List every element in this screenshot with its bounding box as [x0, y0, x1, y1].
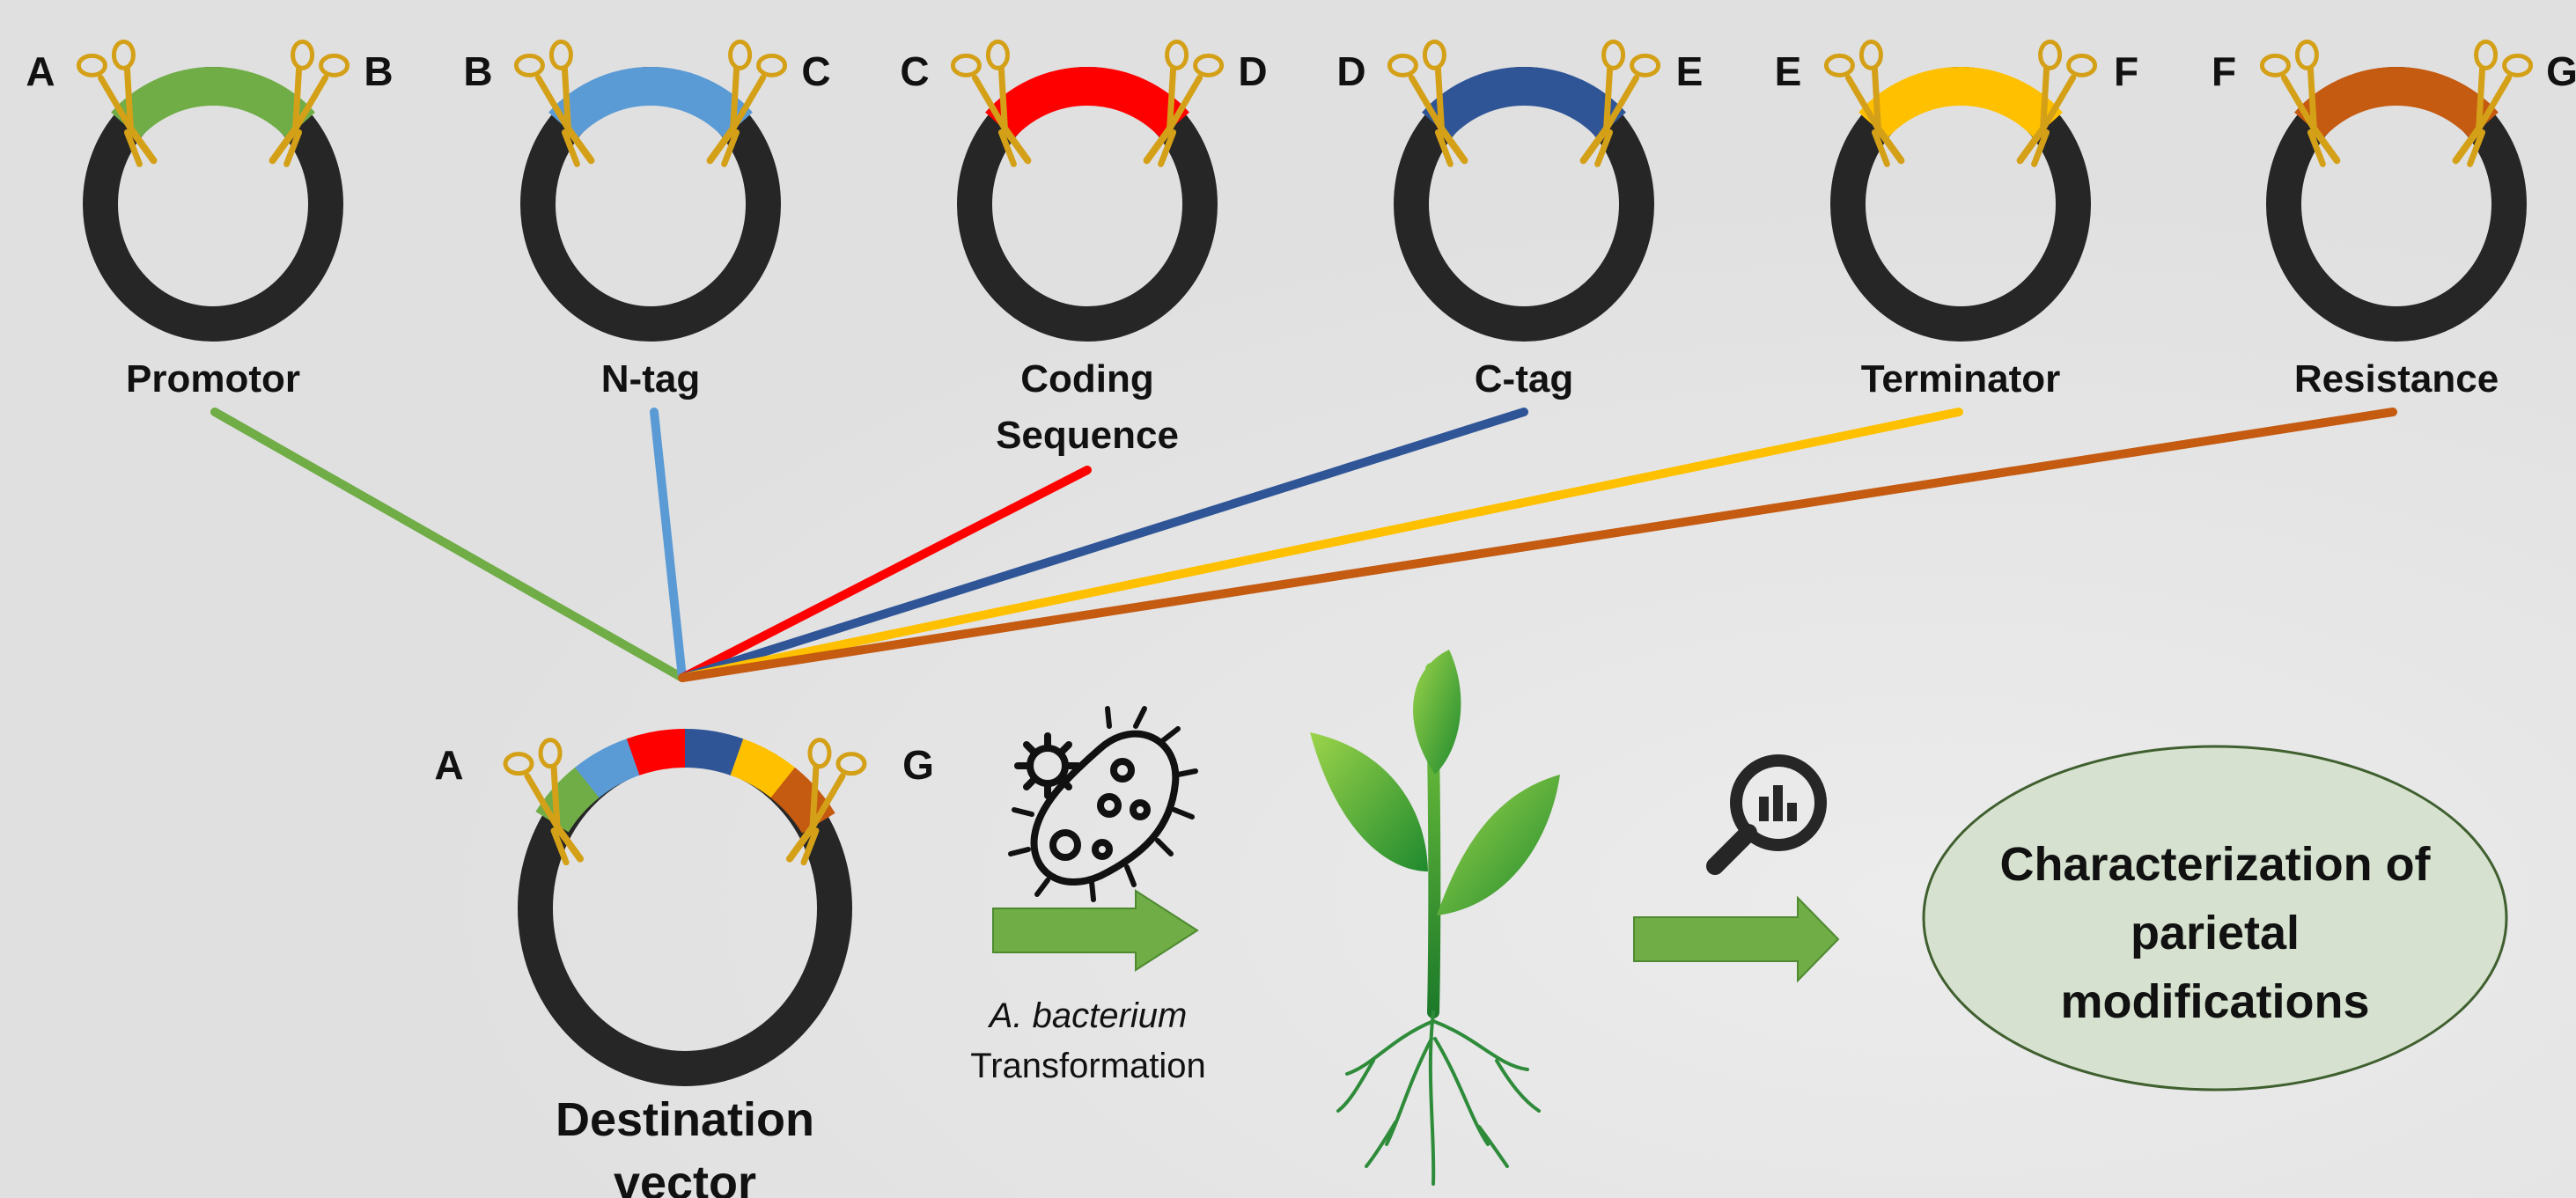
destination-insert-segment	[730, 739, 797, 799]
module-label: Terminator	[1861, 357, 2061, 401]
site-letter-left: D	[1336, 48, 1365, 94]
characterization-line-1: Characterization of	[1999, 838, 2431, 891]
site-letter-left: B	[463, 48, 492, 94]
destination-label: vector	[614, 1157, 756, 1198]
destination-vector: A G Destination vector	[434, 729, 934, 1198]
module-label: Promotor	[126, 357, 300, 401]
connector-line	[678, 466, 1092, 682]
site-letter-right: B	[364, 48, 393, 94]
connector-line	[678, 408, 1963, 682]
plant-icon	[1310, 650, 1560, 1186]
module-label: Sequence	[996, 414, 1179, 457]
insert-arc	[2294, 67, 2499, 139]
site-letter-right: G	[2546, 48, 2576, 94]
transformation-label: Transformation	[970, 1047, 1206, 1085]
module-label: C-tag	[1475, 357, 1573, 401]
connector-lines	[210, 408, 2397, 682]
module-label: N-tag	[601, 357, 700, 401]
destination-letter-left: A	[434, 742, 463, 788]
magnifier-chart-icon	[1706, 754, 1827, 875]
connector-line	[650, 408, 687, 682]
connector-line	[210, 408, 687, 682]
site-letter-left: C	[900, 48, 929, 94]
connector-line	[678, 408, 2397, 682]
arrow-to-plant	[992, 889, 1199, 972]
destination-insert-segment	[684, 729, 746, 776]
destination-label: Destination	[556, 1093, 814, 1146]
destination-letter-right: G	[902, 742, 934, 788]
insert-arc	[111, 67, 315, 139]
module-plasmid: F G Resistance	[2212, 41, 2576, 401]
arrow-to-characterization	[1633, 895, 1840, 983]
characterization-line-3: modifications	[2060, 975, 2369, 1028]
characterization-bubble: Characterization of parietal modificatio…	[1922, 745, 2508, 1091]
site-letter-left: F	[2212, 48, 2236, 94]
site-letter-left: E	[1775, 48, 1802, 94]
insert-arc	[548, 67, 753, 139]
site-letter-right: D	[1238, 48, 1267, 94]
insert-arc	[1858, 67, 2063, 139]
organism-label: A. bacterium	[988, 996, 1188, 1035]
module-plasmid: E F Terminator	[1775, 41, 2138, 401]
site-letter-right: C	[801, 48, 830, 94]
site-letter-left: A	[26, 48, 55, 94]
module-plasmid: D E C-tag	[1336, 41, 1703, 401]
destination-insert-segment	[626, 729, 688, 775]
destination-insert-segment	[575, 738, 642, 798]
module-plasmid: B C N-tag	[463, 41, 831, 401]
module-label: Coding	[1020, 357, 1154, 401]
module-plasmid: A B Promotor	[26, 41, 394, 401]
site-letter-right: F	[2114, 48, 2138, 94]
insert-arc	[1422, 67, 1626, 139]
connector-line	[678, 408, 1528, 682]
bacterium-icon	[1008, 706, 1198, 902]
insert-arc	[985, 67, 1189, 139]
site-letter-right: E	[1676, 48, 1704, 94]
characterization-line-2: parietal	[2131, 907, 2300, 959]
module-label: Resistance	[2294, 357, 2499, 401]
